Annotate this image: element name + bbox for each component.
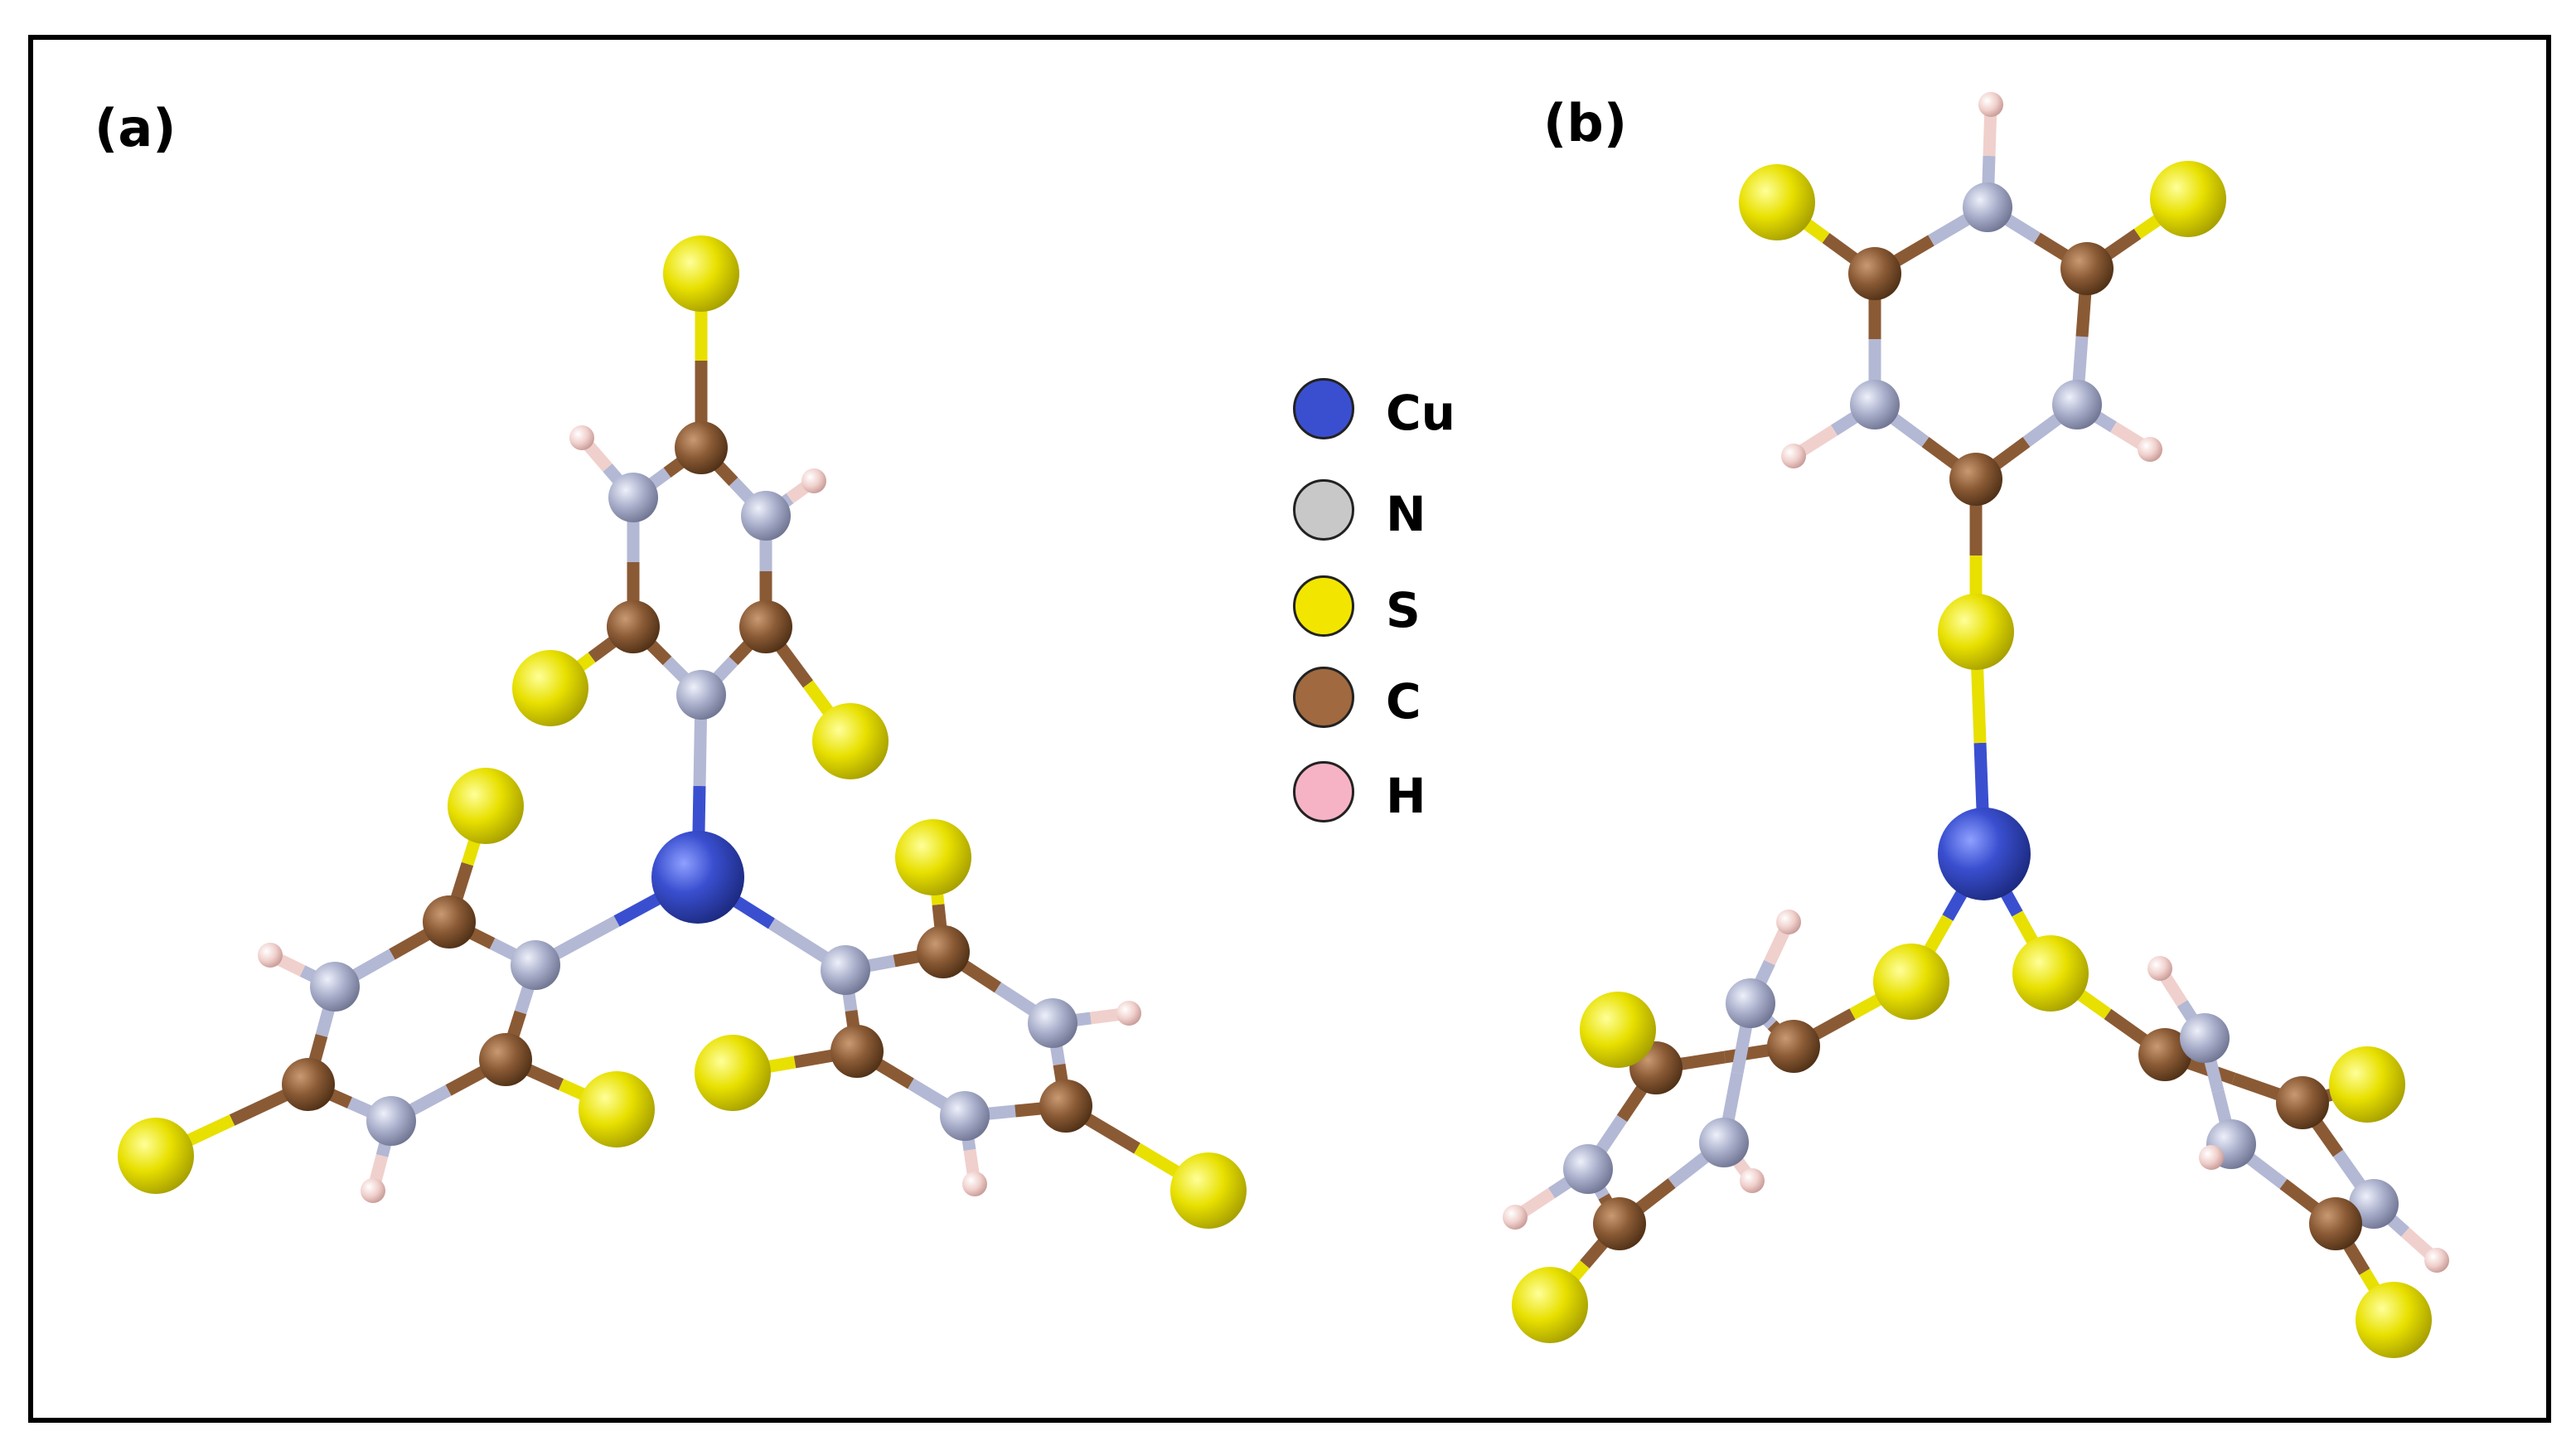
panel-label-a: (a) bbox=[94, 98, 177, 158]
atom-h-57 bbox=[1740, 1168, 1765, 1193]
legend-item-n: N bbox=[1293, 479, 1492, 546]
legend-item-cu: Cu bbox=[1293, 378, 1492, 444]
atom-s-67 bbox=[2356, 1282, 2432, 1358]
atom-n-12 bbox=[511, 940, 560, 990]
legend-item-h: H bbox=[1293, 761, 1492, 827]
atom-h-8 bbox=[569, 425, 594, 450]
atom-h-22 bbox=[361, 1178, 385, 1203]
atom-s-7 bbox=[663, 235, 739, 312]
atom-s-43 bbox=[2150, 161, 2226, 237]
atom-c-6 bbox=[675, 421, 728, 474]
atom-h-56 bbox=[1776, 910, 1801, 934]
atom-h-32 bbox=[1116, 1001, 1141, 1026]
atom-c-13 bbox=[423, 895, 476, 949]
atom-n-49 bbox=[1726, 978, 1775, 1028]
atom-s-20 bbox=[118, 1118, 194, 1194]
legend-swatch-h bbox=[1293, 761, 1354, 822]
atom-c-39 bbox=[1848, 247, 1901, 300]
atom-s-11 bbox=[812, 703, 889, 779]
atom-h-45 bbox=[1781, 444, 1806, 468]
atom-s-10 bbox=[512, 650, 588, 726]
atom-n-61 bbox=[2180, 1013, 2230, 1063]
atom-s-29 bbox=[895, 819, 971, 895]
legend-item-c: C bbox=[1293, 667, 1492, 733]
legend-swatch-cu bbox=[1293, 378, 1354, 439]
atom-n-1 bbox=[676, 670, 726, 720]
atom-s-35 bbox=[1938, 594, 2014, 670]
atom-h-69 bbox=[2199, 1145, 2224, 1170]
panel-label-b: (b) bbox=[1543, 93, 1628, 153]
atom-n-26 bbox=[1028, 998, 1077, 1048]
atom-s-19 bbox=[579, 1071, 655, 1147]
atom-c-36 bbox=[1949, 453, 2002, 506]
atom-c-24 bbox=[917, 925, 970, 978]
legend-swatch-s bbox=[1293, 575, 1354, 637]
atom-n-41 bbox=[1963, 182, 2012, 232]
atom-h-21 bbox=[258, 943, 283, 968]
legend-item-s: S bbox=[1293, 575, 1492, 642]
atom-n-23 bbox=[821, 945, 870, 995]
atom-cu-0 bbox=[651, 831, 744, 924]
atom-s-18 bbox=[448, 768, 524, 844]
atom-s-31 bbox=[1170, 1152, 1247, 1229]
atom-s-59 bbox=[2012, 935, 2089, 1012]
atom-c-3 bbox=[739, 600, 792, 653]
atom-c-60 bbox=[2138, 1028, 2191, 1081]
atom-n-27 bbox=[940, 1091, 990, 1141]
atom-cu-34 bbox=[1938, 808, 2031, 900]
atom-n-51 bbox=[1699, 1118, 1749, 1167]
legend-swatch-c bbox=[1293, 667, 1354, 728]
atom-h-44 bbox=[1978, 92, 2003, 117]
atom-c-17 bbox=[282, 1058, 335, 1111]
legend-label-h: H bbox=[1386, 768, 1426, 824]
legend-label-n: N bbox=[1386, 486, 1426, 542]
atom-h-70 bbox=[2424, 1248, 2449, 1273]
atom-h-33 bbox=[962, 1172, 987, 1196]
atom-h-58 bbox=[1503, 1205, 1528, 1230]
figure-border bbox=[28, 35, 2551, 1423]
atom-n-37 bbox=[1850, 380, 1900, 429]
atom-s-55 bbox=[1512, 1267, 1588, 1343]
atom-h-46 bbox=[2138, 437, 2162, 462]
atom-c-53 bbox=[1593, 1197, 1646, 1250]
atom-n-64 bbox=[2349, 1179, 2399, 1229]
atom-c-25 bbox=[830, 1025, 884, 1078]
legend-swatch-n bbox=[1293, 479, 1354, 541]
atom-n-15 bbox=[310, 962, 360, 1012]
atom-h-9 bbox=[801, 468, 826, 493]
atom-layer bbox=[118, 92, 2449, 1358]
atom-c-2 bbox=[607, 600, 660, 653]
atom-n-5 bbox=[741, 491, 791, 541]
atom-c-40 bbox=[2060, 242, 2114, 295]
atom-c-62 bbox=[2276, 1076, 2329, 1129]
atom-s-54 bbox=[1580, 992, 1656, 1068]
legend-label-c: C bbox=[1386, 673, 1421, 730]
legend-label-s: S bbox=[1386, 582, 1421, 638]
legend-label-cu: Cu bbox=[1386, 385, 1455, 441]
atom-c-65 bbox=[2309, 1197, 2362, 1250]
atom-s-42 bbox=[1739, 164, 1815, 240]
atom-n-16 bbox=[366, 1096, 416, 1146]
atom-s-30 bbox=[695, 1035, 771, 1111]
atom-n-4 bbox=[608, 473, 658, 522]
atom-h-68 bbox=[2147, 956, 2172, 981]
atom-c-28 bbox=[1039, 1080, 1092, 1133]
atom-c-48 bbox=[1767, 1020, 1820, 1073]
atom-c-14 bbox=[479, 1033, 532, 1086]
atom-s-47 bbox=[1873, 944, 1949, 1020]
atom-n-52 bbox=[1563, 1144, 1613, 1194]
atom-s-66 bbox=[2329, 1046, 2405, 1123]
atom-n-38 bbox=[2052, 380, 2102, 429]
